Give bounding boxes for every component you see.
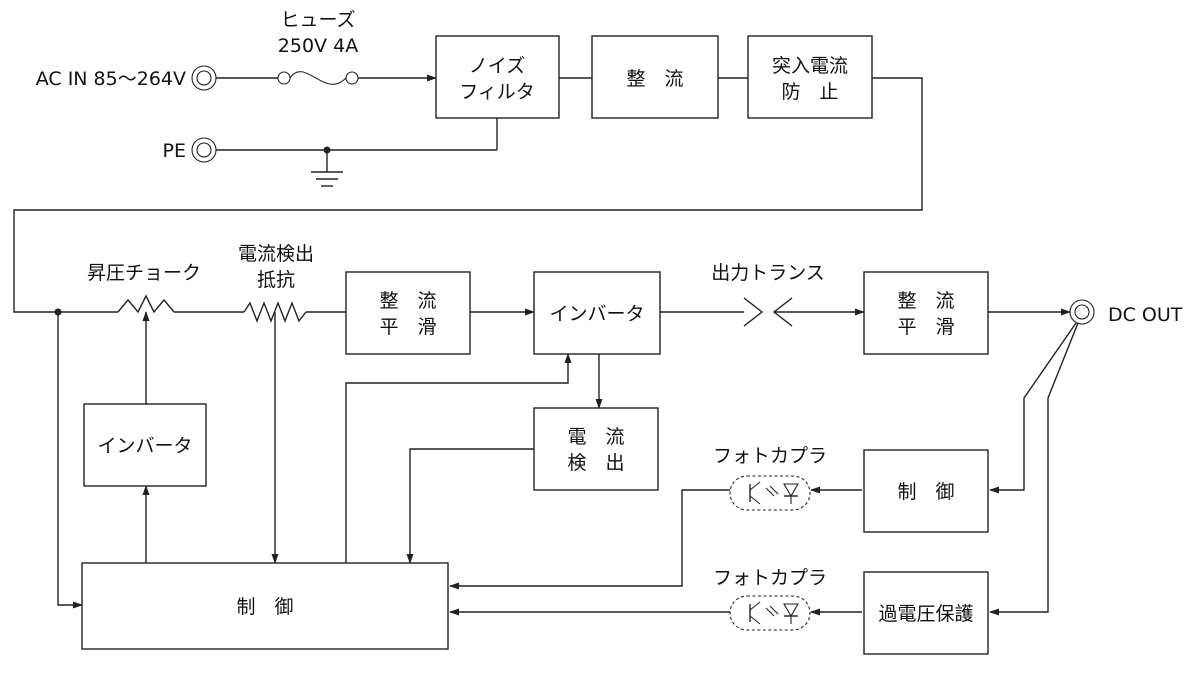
drive-wire xyxy=(345,353,572,563)
rectifier-block xyxy=(591,35,719,119)
control-main-block xyxy=(81,562,449,650)
pe-label: PE xyxy=(163,140,186,162)
rect-smooth-2-line1: 整 流 xyxy=(897,290,954,312)
noise-filter-line2: フィルタ xyxy=(459,81,535,103)
inverter-main-block xyxy=(533,271,661,355)
rect-smooth-2-block xyxy=(863,271,989,355)
dc-out-terminal xyxy=(1069,299,1095,325)
transformer-symbol xyxy=(660,297,865,327)
rect-smooth-2-line2: 平 滑 xyxy=(897,316,954,338)
ac-in-label: AC IN 85～264V xyxy=(36,68,186,90)
control-out-block xyxy=(863,449,989,533)
inrush-limit-block xyxy=(747,35,873,119)
photocoupler-1-label: フォトカプラ xyxy=(713,445,827,467)
rect-smooth-1-line1: 整 流 xyxy=(379,290,436,312)
noise-filter-block xyxy=(435,35,560,119)
current-detect-line2: 検 出 xyxy=(567,452,624,474)
inverter-main-line1: インバータ xyxy=(549,303,644,325)
feedback-wire-control xyxy=(989,322,1077,494)
pe-terminal xyxy=(191,137,217,163)
rect-smooth-1-line2: 平 滑 xyxy=(379,316,436,338)
photocoupler-2-label: フォトカプラ xyxy=(713,567,827,589)
photocoupler-1-wire xyxy=(449,489,730,590)
output-transformer-label: 出力トランス xyxy=(711,262,825,284)
wrap-wire xyxy=(13,77,923,313)
control-main-line1: 制 御 xyxy=(236,596,293,618)
fuse-name-label: ヒューズ xyxy=(280,9,355,31)
current-detect-line1: 電 流 xyxy=(567,426,624,448)
inverter-pfc-block xyxy=(83,403,207,487)
overvoltage-block xyxy=(863,571,989,655)
inverter-pfc-line1: インバータ xyxy=(97,435,192,457)
rect-smooth-1-block xyxy=(345,271,471,355)
ac-in-terminal xyxy=(191,65,217,91)
rectifier-line1: 整 流 xyxy=(626,68,683,90)
fuse-symbol xyxy=(216,71,437,85)
photocoupler-1-symbol xyxy=(729,475,811,511)
inrush-limit-line2: 防 止 xyxy=(781,81,838,103)
dc-out-label: DC OUT xyxy=(1108,304,1183,326)
overvoltage-line1: 過電圧保護 xyxy=(878,603,973,625)
noise-filter-line1: ノイズ xyxy=(469,55,525,77)
fuse-rating-label: 250V 4A xyxy=(278,35,358,57)
current-detect-wire xyxy=(406,448,534,564)
photocoupler-2-symbol xyxy=(729,595,811,631)
sense-resistor-label-1: 電流検出 xyxy=(238,243,314,265)
ground-icon xyxy=(311,171,343,187)
bus-wire-left xyxy=(57,312,83,609)
control-out-line1: 制 御 xyxy=(897,481,954,503)
feedback-wire-ovp xyxy=(989,322,1079,616)
pe-ground-wire xyxy=(216,118,498,172)
current-detect-block xyxy=(533,407,659,491)
boost-choke-symbol xyxy=(117,294,175,314)
inrush-limit-line1: 突入電流 xyxy=(772,55,848,77)
boost-choke-label: 昇圧チョーク xyxy=(87,262,201,284)
sense-resistor-label-2: 抵抗 xyxy=(257,269,295,291)
